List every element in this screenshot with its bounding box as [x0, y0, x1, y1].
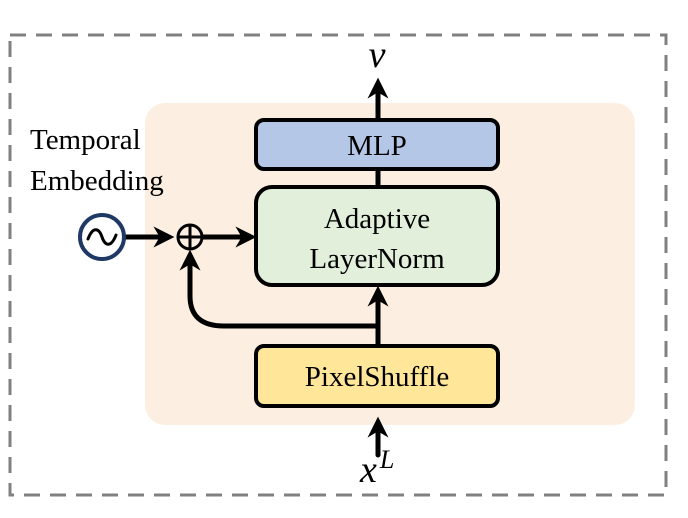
adaptive-label-line2: LayerNorm: [309, 243, 445, 275]
mlp-block: MLP: [254, 118, 500, 171]
sine-wave-icon: [78, 213, 126, 261]
pixelshuffle-box: [254, 344, 500, 408]
mlp-box: [254, 118, 500, 171]
output-label: v: [369, 34, 386, 76]
input-label-base: x: [359, 449, 377, 491]
outer-dashed-frame: [8, 33, 668, 497]
plus-circle-icon: [176, 223, 204, 251]
input-label-superscript: L: [379, 445, 394, 474]
skip-branch-arrow: [179, 249, 381, 329]
pixelshuffle-label: PixelShuffle: [305, 361, 449, 393]
temporal-label-line2: Embedding: [30, 165, 164, 197]
pixelshuffle-block: PixelShuffle: [254, 344, 500, 408]
adaptive-label-line1: Adaptive: [324, 203, 430, 235]
mlp-label: MLP: [347, 130, 407, 162]
adaptive-layernorm-box: [254, 185, 500, 287]
temporal-label-line1: Temporal: [30, 124, 141, 156]
connector-lines: [121, 77, 389, 458]
adaptive-layernorm-block: Adaptive LayerNorm: [254, 185, 500, 287]
